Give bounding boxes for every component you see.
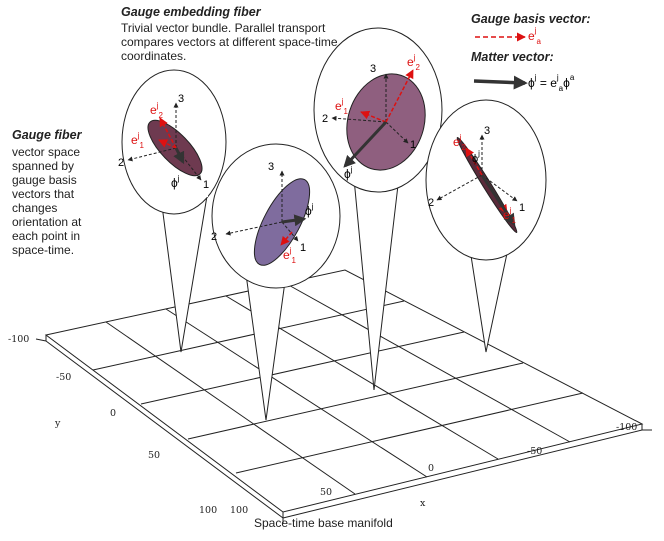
matter-vector: [343, 120, 388, 168]
x-axis-ticks: -100 -50 0 50 100 x: [230, 422, 637, 516]
legend-matter-arrow: [473, 75, 528, 90]
y-tick: 50: [148, 450, 160, 461]
base-manifold-label: Space-time base manifold: [254, 516, 393, 530]
x-tick: 0: [428, 463, 434, 474]
axis-label-1: 1: [203, 179, 209, 191]
basis-vector-e2: [465, 147, 483, 176]
y-axis-ticks: -100 -50 0 50 100 y: [8, 334, 217, 516]
axis-label-2: 2: [118, 157, 124, 169]
label-e1: ej1: [283, 246, 296, 265]
embedding-fiber-title: Gauge embedding fiber: [121, 5, 261, 19]
label-e1: ej1: [131, 131, 144, 150]
svg-text:3: 3: [370, 63, 376, 75]
svg-text:1: 1: [519, 202, 525, 214]
fiber-balloon-1: 3 2 1 ej2 ej1 ϕj: [118, 69, 227, 353]
y-tick: 0: [110, 408, 116, 419]
gauge-fiber-title: Gauge fiber: [12, 128, 82, 142]
svg-text:2: 2: [322, 113, 328, 125]
svg-text:2: 2: [428, 197, 434, 209]
x-tick: 100: [230, 505, 248, 516]
svg-text:2: 2: [211, 231, 217, 243]
svg-text:ej2: ej2: [407, 53, 420, 72]
svg-text:3: 3: [268, 161, 274, 173]
embedding-fiber-desc: Trivial vector bundle. Parallel transpor…: [121, 21, 338, 63]
x-axis-label: x: [420, 498, 426, 509]
x-tick: -100: [616, 422, 637, 433]
y-tick: -50: [56, 372, 71, 383]
svg-text:ej2: ej2: [453, 133, 466, 152]
basis-vector-e1: [360, 110, 387, 123]
basis-vector-e1: [158, 139, 177, 149]
legend-basis-symbol: eja: [528, 26, 541, 46]
basis-vector-e2: [385, 69, 414, 123]
y-axis-label: y: [54, 418, 61, 429]
svg-text:ϕj: ϕj: [344, 165, 353, 181]
svg-text:ej1: ej1: [503, 206, 516, 225]
svg-text:1: 1: [300, 242, 306, 254]
svg-text:ej1: ej1: [335, 97, 348, 116]
gauge-fiber-desc: vector space spanned by gauge basis vect…: [12, 145, 82, 257]
label-phi: ϕj: [305, 202, 314, 218]
legend-matter-eq: ϕj = ejaϕa: [528, 73, 575, 93]
axis-label-3: 3: [178, 93, 184, 105]
legend: eja ϕj = ejaϕa: [473, 26, 575, 93]
svg-text:ϕj: ϕj: [472, 149, 480, 165]
y-tick: 100: [199, 505, 217, 516]
matter-vector: [281, 214, 307, 227]
matter-vector: [173, 147, 185, 165]
basis-vector-e1: [280, 231, 293, 246]
matter-vector: [480, 174, 516, 227]
label-phi: ϕj: [171, 174, 180, 190]
y-tick: -100: [8, 334, 29, 345]
svg-text:3: 3: [484, 125, 490, 137]
legend-matter-title: Matter vector:: [471, 50, 554, 64]
axis-2: [127, 147, 177, 162]
base-manifold-grid: [35, 269, 652, 524]
svg-text:1: 1: [410, 139, 416, 151]
label-e2: ej2: [150, 101, 163, 120]
fiber-balloon-3: 3 2 1 ej2 ej1 ϕj: [313, 27, 443, 391]
x-tick: 50: [320, 487, 332, 498]
fiber-balloon-2: 3 2 1 ϕj ej1: [211, 143, 341, 421]
x-tick: -50: [527, 446, 542, 457]
fiber-balloon-4: 3 2 1 ej2 ϕj ej1: [425, 99, 547, 353]
legend-basis-title: Gauge basis vector:: [471, 12, 591, 26]
